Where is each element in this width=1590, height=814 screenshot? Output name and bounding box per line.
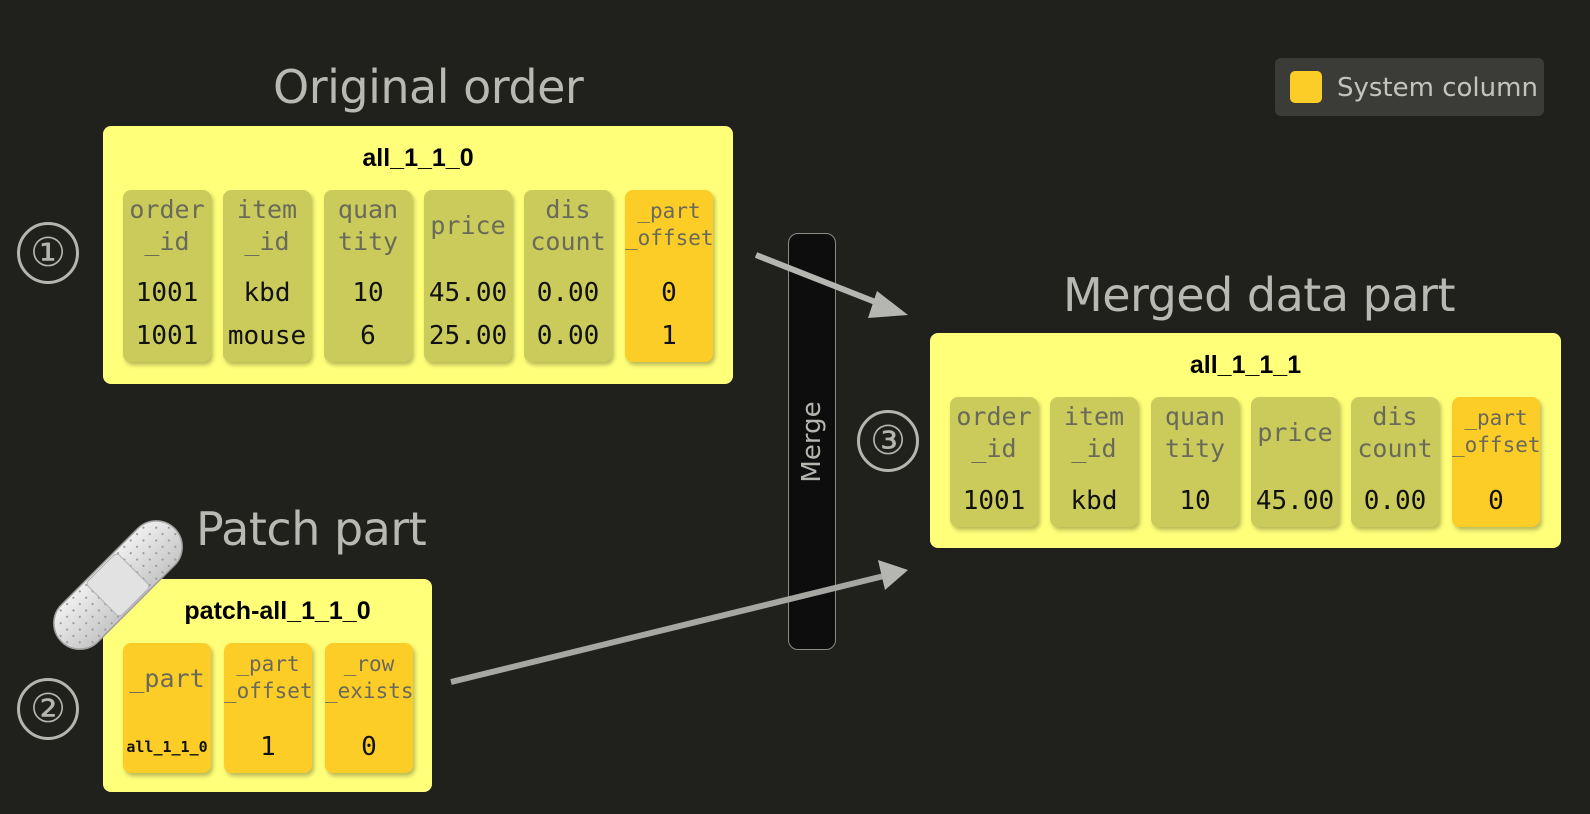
patch-part-title: Patch part [196,502,427,556]
original-part-name: all_1_1_0 [362,144,474,172]
column-item-id: item _id kbd [1050,397,1138,527]
cell-value: 0.00 [536,278,600,308]
column-part: _part all_1_1_0 [123,643,211,773]
cell-value: 45.00 [428,278,508,308]
column-header: order _id [956,402,1032,463]
step-3-marker: ③ [857,410,919,472]
column-header: order _id [129,195,205,256]
arrow-patch-to-merged [450,560,908,685]
cell-value: 25.00 [428,321,508,351]
column-header: dis count [1357,402,1433,463]
column-price: price 45.00 [1251,397,1339,527]
cell-value: kbd [1070,486,1118,516]
cell-value: 10 [352,278,384,308]
column-quantity: quan tity 10 [1151,397,1239,527]
arrow-original-to-merged [754,252,908,318]
column-header: dis count [530,195,606,256]
patch-part: patch-all_1_1_0 _part all_1_1_0 _part _o… [103,579,432,792]
column-order-id: order _id 1001 [950,397,1038,527]
cell-value: 0.00 [536,321,600,351]
cell-value: 0 [661,278,677,308]
cell-value: 0.00 [1363,486,1427,516]
legend: System column [1275,58,1544,116]
cell-value: 1001 [135,321,199,351]
column-header: _part [129,664,205,693]
cell-value: kbd [243,278,291,308]
cell-value: 0 [1488,486,1504,516]
column-header: _row _exists [325,652,414,703]
merged-part-title: Merged data part [1063,268,1455,322]
column-header: quan tity [337,195,399,256]
step-2-marker: ② [17,678,79,740]
column-header: price [1257,418,1333,447]
column-row-exists: _row _exists 0 [325,643,414,773]
column-header: _part _offset [1452,406,1541,457]
cell-value: all_1_1_0 [126,738,208,756]
column-part-offset: _part _offset 1 [224,643,313,773]
patch-part-name: patch-all_1_1_0 [184,597,371,625]
column-quantity: quan tity 10 6 [324,190,412,362]
column-order-id: order _id 1001 1001 [123,190,211,362]
column-header: price [430,211,506,240]
cell-value: 1001 [962,486,1026,516]
column-discount: dis count 0.00 0.00 [524,190,612,362]
column-header: item _id [1063,402,1125,463]
cell-value: 1 [661,321,677,351]
cell-value: 0 [361,732,377,762]
cell-value: mouse [227,321,307,351]
step-1-marker: ① [17,222,79,284]
merged-part-name: all_1_1_1 [1189,351,1302,379]
column-header: item _id [236,195,298,256]
original-order-title: Original order [273,60,584,114]
original-part: all_1_1_0 order _id 1001 1001 item _id k… [103,126,733,384]
column-part-offset: _part _offset 0 1 [625,190,714,362]
cell-value: 10 [1179,486,1211,516]
column-header: _part _offset [625,199,714,250]
legend-label: System column [1337,73,1538,103]
column-header: _part _offset [224,652,313,703]
system-column-swatch [1290,71,1322,103]
column-item-id: item _id kbd mouse [223,190,311,362]
merged-part: all_1_1_1 order _id 1001 item _id kbd qu… [930,333,1561,548]
cell-value: 1001 [135,278,199,308]
cell-value: 6 [360,321,376,351]
column-part-offset: _part _offset 0 [1452,397,1541,527]
column-price: price 45.00 25.00 [424,190,512,362]
cell-value: 1 [260,732,276,762]
merge-bar: Merge [788,233,836,650]
column-header: quan tity [1164,402,1226,463]
cell-value: 45.00 [1255,486,1335,516]
column-discount: dis count 0.00 [1351,397,1439,527]
